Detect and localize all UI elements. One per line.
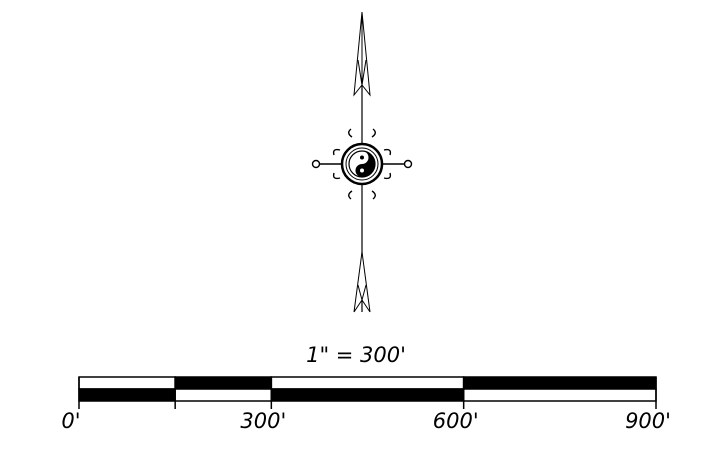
scale-tick-label-300: 300' (240, 409, 286, 433)
compass-curls (332, 128, 392, 200)
scale-segment-bottom-0 (78, 388, 176, 402)
scale-segment-bottom-3 (462, 388, 657, 402)
scale-tick-label-600: 600' (433, 409, 479, 433)
compass-west-dot (311, 159, 321, 169)
north-arrow-head-top (353, 11, 371, 97)
scale-segment-bottom-2 (270, 388, 465, 402)
scale-ratio-label: 1" = 300' (306, 343, 406, 367)
scale-tick-label-900: 900' (625, 409, 671, 433)
scale-segment-top-2 (270, 376, 465, 390)
yin-yang-compass-rose-icon (348, 150, 376, 178)
scale-segment-top-1 (174, 376, 273, 390)
scale-tick-label-0: 0' (61, 409, 80, 433)
scale-bar (78, 376, 657, 409)
scale-segment-top-0 (78, 376, 176, 390)
scale-segment-top-3 (462, 376, 657, 390)
scale-segment-bottom-1 (174, 388, 273, 402)
north-arrow (311, 11, 413, 313)
north-arrow-tail-bottom (353, 251, 371, 313)
compass-east-dot (403, 159, 413, 169)
